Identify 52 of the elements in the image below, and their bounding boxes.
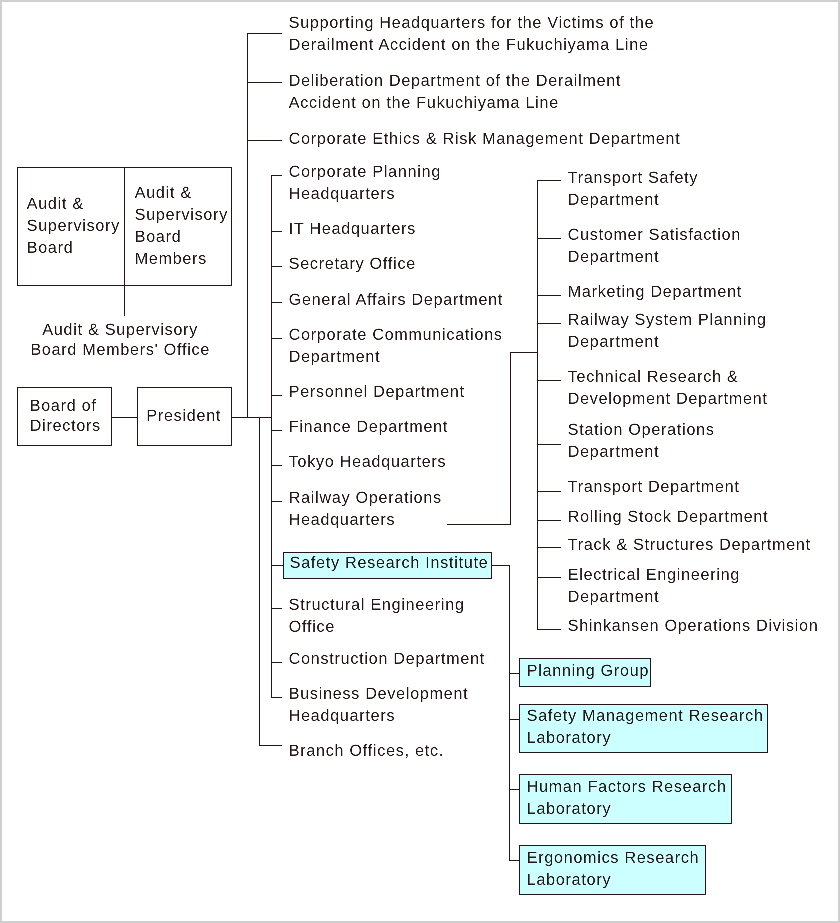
unit-name: Finance Department bbox=[282, 417, 450, 439]
unit-name: General Affairs Department bbox=[282, 290, 504, 312]
org-box: President bbox=[137, 387, 232, 446]
connector-line bbox=[537, 629, 562, 630]
unit-name: Transport Department bbox=[561, 477, 741, 499]
unit-name: Tokyo Headquarters bbox=[282, 452, 448, 474]
org-box: Safety Research Institute bbox=[283, 552, 492, 579]
org-box: Human Factors Research Laboratory bbox=[519, 774, 732, 824]
unit-name: Station Operations Department bbox=[561, 420, 717, 464]
connector-trunk bbox=[446, 180, 538, 630]
unit-name: Secretary Office bbox=[282, 254, 418, 276]
unit-name: Corporate Communications Department bbox=[282, 325, 505, 369]
connector-line bbox=[537, 380, 562, 381]
connector-line bbox=[112, 417, 138, 418]
unit-name: Marketing Department bbox=[561, 282, 744, 304]
unit-name: Structural Engineering Office bbox=[282, 595, 467, 639]
org-box: Board of Directors bbox=[17, 387, 112, 446]
unit-name: Customer Satisfaction Department bbox=[561, 225, 744, 269]
connector-line bbox=[537, 520, 562, 521]
unit-name: Construction Department bbox=[282, 649, 486, 671]
connector-line bbox=[124, 286, 125, 316]
org-box: Safety Management Research Laboratory bbox=[519, 704, 768, 753]
connector-line bbox=[537, 295, 562, 296]
unit-name: Railway System Planning Department bbox=[561, 310, 769, 354]
org-box: Audit & Supervisory Board bbox=[17, 167, 125, 286]
org-box: Audit & Supervisory Board Members bbox=[124, 167, 232, 286]
connector-line bbox=[537, 238, 562, 239]
unit-name: Corporate Planning Headquarters bbox=[282, 162, 444, 206]
unit-name: Supporting Headquarters for the Victims of the Derailment Accident on the Fukuchiyama Line bbox=[282, 13, 657, 57]
unit-name: IT Headquarters bbox=[282, 219, 418, 241]
connector-line bbox=[537, 547, 562, 548]
connector-line bbox=[537, 491, 562, 492]
unit-name: Technical Research & Development Department bbox=[561, 367, 770, 411]
unit-name: Electrical Engineering Department bbox=[561, 565, 743, 609]
unit-name: Rolling Stock Department bbox=[561, 507, 770, 529]
connector-line bbox=[537, 577, 562, 578]
unit-name: Branch Offices, etc. bbox=[282, 741, 446, 763]
unit-name: Shinkansen Operations Division bbox=[561, 616, 820, 638]
unit-name: Deliberation Department of the Derailment Accident on the Fukuchiyama Line bbox=[282, 71, 624, 115]
unit-name: Personnel Department bbox=[282, 382, 466, 404]
connector-line bbox=[537, 323, 562, 324]
unit-name: Transport Safety Department bbox=[561, 168, 701, 212]
connector-line bbox=[537, 444, 562, 445]
connector-line bbox=[537, 180, 562, 181]
connector-line bbox=[492, 565, 520, 861]
org-box: Ergonomics Research Laboratory bbox=[519, 845, 706, 895]
unit-name: Track & Structures Department bbox=[561, 535, 812, 557]
unit-name: Audit & Supervisory Board Members' Office bbox=[28, 316, 214, 361]
unit-name: Railway Operations Headquarters bbox=[282, 488, 447, 532]
unit-name: Corporate Ethics & Risk Management Department bbox=[282, 129, 682, 151]
org-box: Planning Group bbox=[519, 658, 651, 687]
unit-name: Business Development Headquarters bbox=[282, 684, 471, 728]
